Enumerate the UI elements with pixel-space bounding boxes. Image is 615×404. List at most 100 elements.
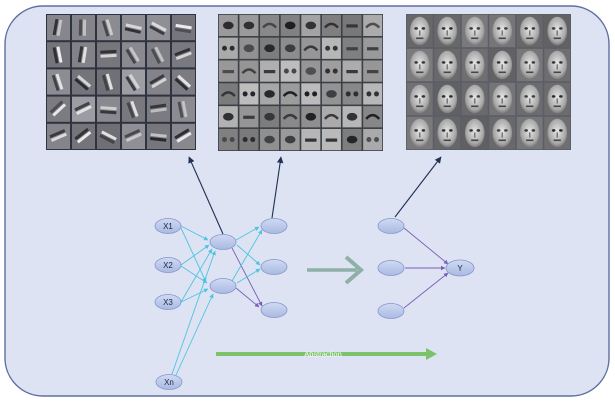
part-tile xyxy=(260,60,280,82)
edge xyxy=(180,288,209,303)
part-tile xyxy=(218,106,238,128)
face-tile xyxy=(544,116,571,150)
abstract-layer xyxy=(377,218,405,319)
edge-filters-panel xyxy=(46,14,196,150)
face-tile xyxy=(544,48,571,82)
filter-tile xyxy=(122,96,145,122)
hidden-node xyxy=(209,234,237,250)
face-tile xyxy=(516,82,543,116)
part-tile xyxy=(342,60,362,82)
edge xyxy=(180,248,213,303)
abstract-node xyxy=(377,303,405,319)
filter-tile xyxy=(47,42,70,68)
filter-tile xyxy=(147,69,170,95)
face-tile xyxy=(544,82,571,116)
filter-tile xyxy=(147,42,170,68)
filter-tile xyxy=(72,96,95,122)
part-tile xyxy=(342,14,362,37)
filter-tile xyxy=(147,15,170,41)
part-tile xyxy=(280,106,300,128)
part-tile xyxy=(363,106,383,128)
filter-tile xyxy=(72,123,95,149)
part-tile xyxy=(342,106,362,128)
filter-tile xyxy=(172,123,195,149)
part-tile xyxy=(363,83,383,105)
edge xyxy=(171,250,216,375)
edge xyxy=(236,268,261,284)
part-tile xyxy=(260,83,280,105)
part-tile xyxy=(342,128,362,151)
output-node xyxy=(445,259,475,277)
part-tile xyxy=(218,60,238,82)
part-tile xyxy=(260,106,280,128)
filter-tile xyxy=(97,69,120,95)
output-edges xyxy=(403,227,449,309)
input-layer: X1 X2 X3 Xn xyxy=(154,218,183,390)
face-tile xyxy=(461,48,488,82)
face-tile xyxy=(544,14,571,48)
filter-tile xyxy=(97,15,120,41)
filter-tile xyxy=(47,15,70,41)
part-tile xyxy=(239,83,259,105)
filter-tile xyxy=(72,69,95,95)
face-features-arrow xyxy=(394,156,442,218)
input-node xyxy=(154,257,182,273)
part-tile xyxy=(363,128,383,151)
part-tile xyxy=(363,14,383,37)
edge xyxy=(180,265,208,284)
edge xyxy=(403,227,449,265)
face-tile xyxy=(434,116,461,150)
filter-tile xyxy=(47,96,70,122)
filter-tile xyxy=(72,15,95,41)
part-tile xyxy=(301,37,321,59)
filter-tile xyxy=(172,42,195,68)
part-tile xyxy=(260,128,280,151)
part-tile xyxy=(280,60,300,82)
abstraction-arrow: Abstraction xyxy=(216,348,437,360)
face-tile xyxy=(434,82,461,116)
part-tile xyxy=(239,14,259,37)
edge xyxy=(180,244,210,266)
filter-tile xyxy=(97,42,120,68)
part-tile xyxy=(301,128,321,151)
hidden-node xyxy=(260,302,288,318)
face-tile xyxy=(461,14,488,48)
input-label: Xn xyxy=(164,378,174,387)
face-tile xyxy=(489,116,516,150)
part-features-panel xyxy=(218,14,383,151)
edge xyxy=(403,272,449,309)
filter-tile xyxy=(122,42,145,68)
face-tile xyxy=(434,48,461,82)
hidden-node xyxy=(209,278,237,294)
part-tile xyxy=(218,83,238,105)
face-tile xyxy=(516,48,543,82)
face-tile xyxy=(406,48,433,82)
filter-tile xyxy=(147,96,170,122)
transition-arrow xyxy=(307,255,365,285)
edge xyxy=(235,226,260,241)
part-tile xyxy=(239,37,259,59)
face-tile xyxy=(461,82,488,116)
abstract-node xyxy=(377,260,405,276)
part-tile xyxy=(218,37,238,59)
part-tile xyxy=(239,60,259,82)
input-node xyxy=(155,374,183,390)
face-tile xyxy=(516,14,543,48)
input-node xyxy=(154,218,182,234)
edge xyxy=(236,244,261,266)
abstraction-label: Abstraction xyxy=(304,350,342,359)
part-tile xyxy=(321,14,341,37)
edge xyxy=(175,293,214,376)
part-tile xyxy=(280,128,300,151)
filter-tile xyxy=(172,69,195,95)
filter-tile xyxy=(72,42,95,68)
filter-tile xyxy=(122,69,145,95)
part-tile xyxy=(301,60,321,82)
part-tile xyxy=(342,83,362,105)
part-tile xyxy=(260,14,280,37)
part-tile xyxy=(280,14,300,37)
hidden-layer-2 xyxy=(260,218,288,318)
part-tile xyxy=(301,83,321,105)
part-tile xyxy=(363,60,383,82)
